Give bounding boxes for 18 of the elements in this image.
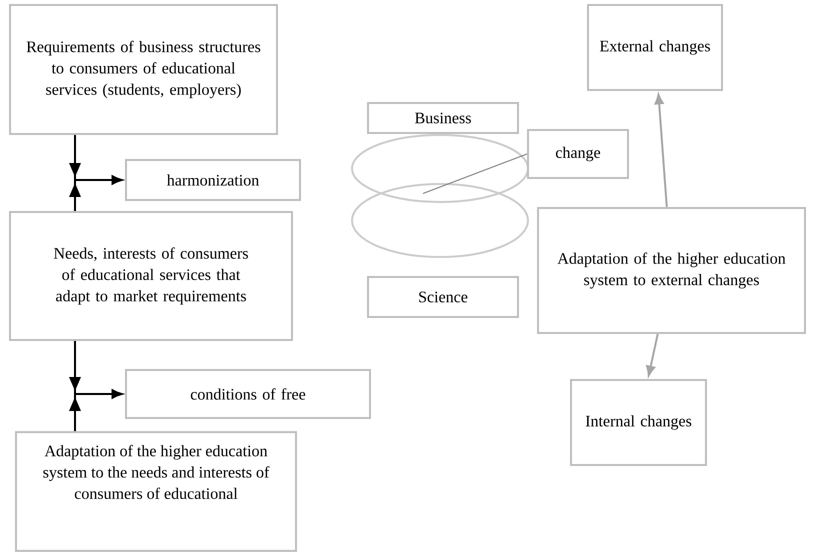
arrow	[69, 175, 122, 211]
text-box: Requirements of business structures to consumers of educational services (students, employers)	[9, 4, 278, 136]
text-box: Internal changes	[570, 378, 707, 466]
text-box: Adaptation of the higher education system to the needs and interests of consumers of educational	[15, 431, 297, 552]
text-box: change	[527, 129, 629, 179]
ellipse	[351, 182, 529, 258]
ellipse	[351, 134, 529, 203]
text-box: conditions of free	[125, 369, 371, 419]
arrow	[69, 389, 122, 432]
text-box: Adaptation of the higher education system to external changes	[537, 206, 806, 334]
text-box: Business	[367, 102, 519, 134]
text-box: External changes	[587, 4, 723, 92]
leader-line	[422, 154, 528, 194]
text-box: harmonization	[125, 159, 301, 201]
arrow	[646, 334, 659, 376]
text-box: Science	[367, 276, 519, 318]
text-box: Needs, interests of consumers of educational services that adapt to market requirements	[9, 211, 293, 341]
arrow	[654, 94, 668, 208]
